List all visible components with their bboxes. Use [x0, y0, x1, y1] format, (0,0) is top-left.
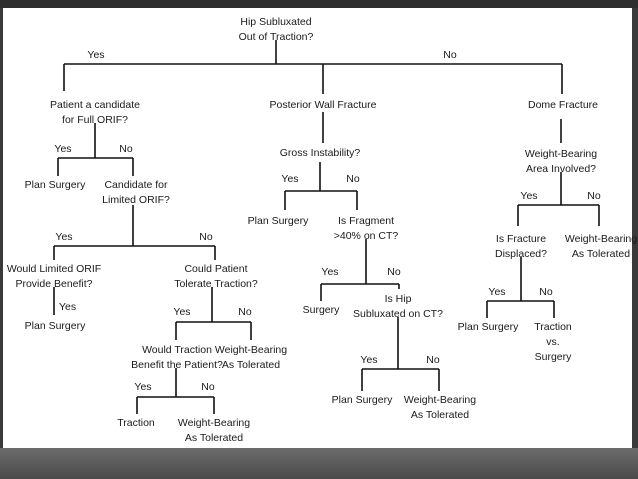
branch-label-no: No: [119, 143, 133, 155]
node-dome: Dome Fracture: [528, 99, 598, 111]
node-label-line: Limited ORIF?: [102, 194, 170, 206]
branch-label-yes: Yes: [59, 301, 76, 313]
node-posterior-wall: Posterior Wall Fracture: [270, 99, 377, 111]
node-label-line: Traction: [534, 321, 572, 333]
node-label-line: Benefit the Patient?: [131, 359, 223, 371]
branch-label-no: No: [238, 306, 252, 318]
branch-label-yes: Yes: [54, 143, 71, 155]
branch-label-no: No: [443, 49, 457, 61]
branch-label-no: No: [587, 190, 601, 202]
branch-label-yes: Yes: [321, 266, 338, 278]
branch-label-yes: Yes: [55, 231, 72, 243]
node-label-line: Hip Subluxated: [240, 16, 311, 28]
node-label-line: Candidate for: [104, 179, 168, 191]
node-label-line: Posterior Wall Fracture: [270, 99, 377, 111]
node-label-line: As Tolerated: [185, 432, 243, 444]
node-would-limited: Would Limited ORIF Provide Benefit?: [7, 263, 101, 290]
node-label-line: As Tolerated: [222, 359, 280, 371]
node-surgery-1: Surgery: [303, 304, 341, 316]
branch-label-yes: Yes: [173, 306, 190, 318]
node-label-line: Surgery: [303, 304, 341, 316]
node-label-line: Area Involved?: [526, 163, 596, 175]
node-label-line: Would Limited ORIF: [7, 263, 101, 275]
slide-bottom-bar: [0, 448, 638, 479]
connector-lines: [53, 40, 600, 414]
node-plan-surgery-3: Plan Surgery: [248, 215, 309, 227]
node-label-line: for Full ORIF?: [62, 114, 128, 126]
branch-label-yes: Yes: [281, 173, 298, 185]
node-label-line: Weight-Bearing: [565, 233, 637, 245]
node-label-line: >40% on CT?: [334, 230, 399, 242]
node-fragment: Is Fragment >40% on CT?: [334, 215, 399, 242]
node-label-line: Displaced?: [495, 248, 547, 260]
slide-top-bar: [0, 0, 638, 8]
node-label-line: Weight-Bearing: [404, 394, 476, 406]
branch-label-no: No: [346, 173, 360, 185]
branch-label-no: No: [426, 354, 440, 366]
branch-label-yes: Yes: [488, 286, 505, 298]
node-orif-candidate: Patient a candidate for Full ORIF?: [50, 99, 140, 126]
node-plan-surgery-2: Plan Surgery: [25, 320, 86, 332]
node-wbat-4: Weight-Bearing As Tolerated: [404, 394, 476, 421]
node-plan-surgery-4: Plan Surgery: [458, 321, 519, 333]
node-label-line: Subluxated on CT?: [353, 308, 443, 320]
node-label-line: Is Fragment: [338, 215, 394, 227]
node-label-line: Weight-Bearing: [525, 148, 597, 160]
node-wbat-2: Weight-Bearing As Tolerated: [215, 344, 287, 371]
node-traction: Traction: [117, 417, 155, 429]
node-label-line: vs.: [546, 336, 559, 348]
node-label-line: Provide Benefit?: [15, 278, 92, 290]
node-label-line: Weight-Bearing: [178, 417, 250, 429]
branch-label-yes: Yes: [520, 190, 537, 202]
node-label-line: Traction: [117, 417, 155, 429]
node-gross-instability: Gross Instability?: [280, 147, 361, 159]
node-label-line: Could Patient: [184, 263, 247, 275]
branch-label-no: No: [387, 266, 401, 278]
node-label-line: Tolerate Traction?: [174, 278, 258, 290]
node-label-line: Dome Fracture: [528, 99, 598, 111]
node-plan-surgery-1: Plan Surgery: [25, 179, 86, 191]
branch-label-no: No: [539, 286, 553, 298]
node-plan-surgery-5: Plan Surgery: [332, 394, 393, 406]
node-traction-vs-surgery: Traction vs. Surgery: [534, 321, 572, 363]
flowchart-sheet: [3, 8, 632, 448]
branch-label-no: No: [201, 381, 215, 393]
node-label-line: Plan Surgery: [25, 179, 86, 191]
node-label-line: Surgery: [535, 351, 573, 363]
node-wbat-1: Weight-Bearing As Tolerated: [565, 233, 637, 260]
node-label-line: Is Fracture: [496, 233, 546, 245]
node-label-line: As Tolerated: [411, 409, 469, 421]
branch-label-yes: Yes: [87, 49, 104, 61]
branch-label-yes: Yes: [360, 354, 377, 366]
node-label-line: Gross Instability?: [280, 147, 361, 159]
node-label-line: Out of Traction?: [239, 31, 314, 43]
node-wbat-3: Weight-Bearing As Tolerated: [178, 417, 250, 444]
branch-label-no: No: [199, 231, 213, 243]
node-label-line: Plan Surgery: [248, 215, 309, 227]
node-label-line: Would Traction: [142, 344, 212, 356]
node-label-line: Is Hip: [385, 293, 412, 305]
node-label-line: Weight-Bearing: [215, 344, 287, 356]
branch-label-yes: Yes: [134, 381, 151, 393]
node-label-line: Plan Surgery: [458, 321, 519, 333]
node-label-line: Plan Surgery: [25, 320, 86, 332]
node-label-line: Plan Surgery: [332, 394, 393, 406]
node-label-line: Patient a candidate: [50, 99, 140, 111]
node-label-line: As Tolerated: [572, 248, 630, 260]
